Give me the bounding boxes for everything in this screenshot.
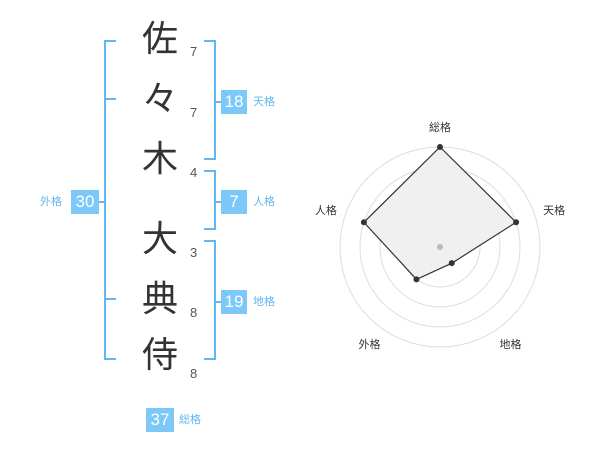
soukaku-value-badge: 37 bbox=[146, 408, 174, 432]
jinkaku-label: 人格 bbox=[253, 195, 275, 208]
chikaku-label: 地格 bbox=[253, 295, 275, 308]
jinkaku-value-badge: 7 bbox=[221, 190, 247, 214]
radar-axis-label-3: 地格 bbox=[500, 337, 522, 351]
radar-axis-label-1: 総格 bbox=[429, 120, 451, 134]
radar-axis-label-2: 天格 bbox=[543, 203, 565, 217]
radar-axis-label-5: 人格 bbox=[315, 203, 337, 217]
radar-point-4 bbox=[413, 276, 420, 283]
chikaku-value-badge: 19 bbox=[221, 290, 247, 314]
name-char-3: 木 bbox=[141, 139, 178, 180]
radar-center-point bbox=[437, 244, 443, 250]
radar-point-3 bbox=[448, 260, 455, 267]
stroke-count-2: 7 bbox=[190, 105, 198, 120]
stroke-count-1: 7 bbox=[190, 44, 198, 59]
stroke-count-3: 4 bbox=[190, 165, 198, 180]
stroke-count-4: 3 bbox=[190, 245, 198, 260]
name-char-5: 典 bbox=[141, 279, 178, 320]
gaikaku-value-badge: 30 bbox=[71, 190, 99, 214]
radar-point-2 bbox=[513, 219, 520, 226]
soukaku-label: 総格 bbox=[179, 413, 201, 426]
name-char-1: 佐 bbox=[141, 19, 178, 60]
radar-point-1 bbox=[437, 144, 443, 150]
name-char-6: 侍 bbox=[141, 335, 178, 376]
stroke-count-5: 8 bbox=[190, 305, 198, 320]
name-char-4: 大 bbox=[141, 219, 178, 260]
radar-point-5 bbox=[360, 219, 367, 226]
radar-series-area bbox=[363, 146, 518, 281]
tenkaku-label: 天格 bbox=[253, 95, 275, 108]
stroke-count-6: 8 bbox=[190, 366, 198, 381]
gaikaku-label: 外格 bbox=[40, 195, 62, 208]
name-char-2: 々 bbox=[141, 79, 178, 120]
tenkaku-value-badge: 18 bbox=[221, 90, 247, 114]
radar-axis-label-4: 外格 bbox=[359, 337, 381, 351]
